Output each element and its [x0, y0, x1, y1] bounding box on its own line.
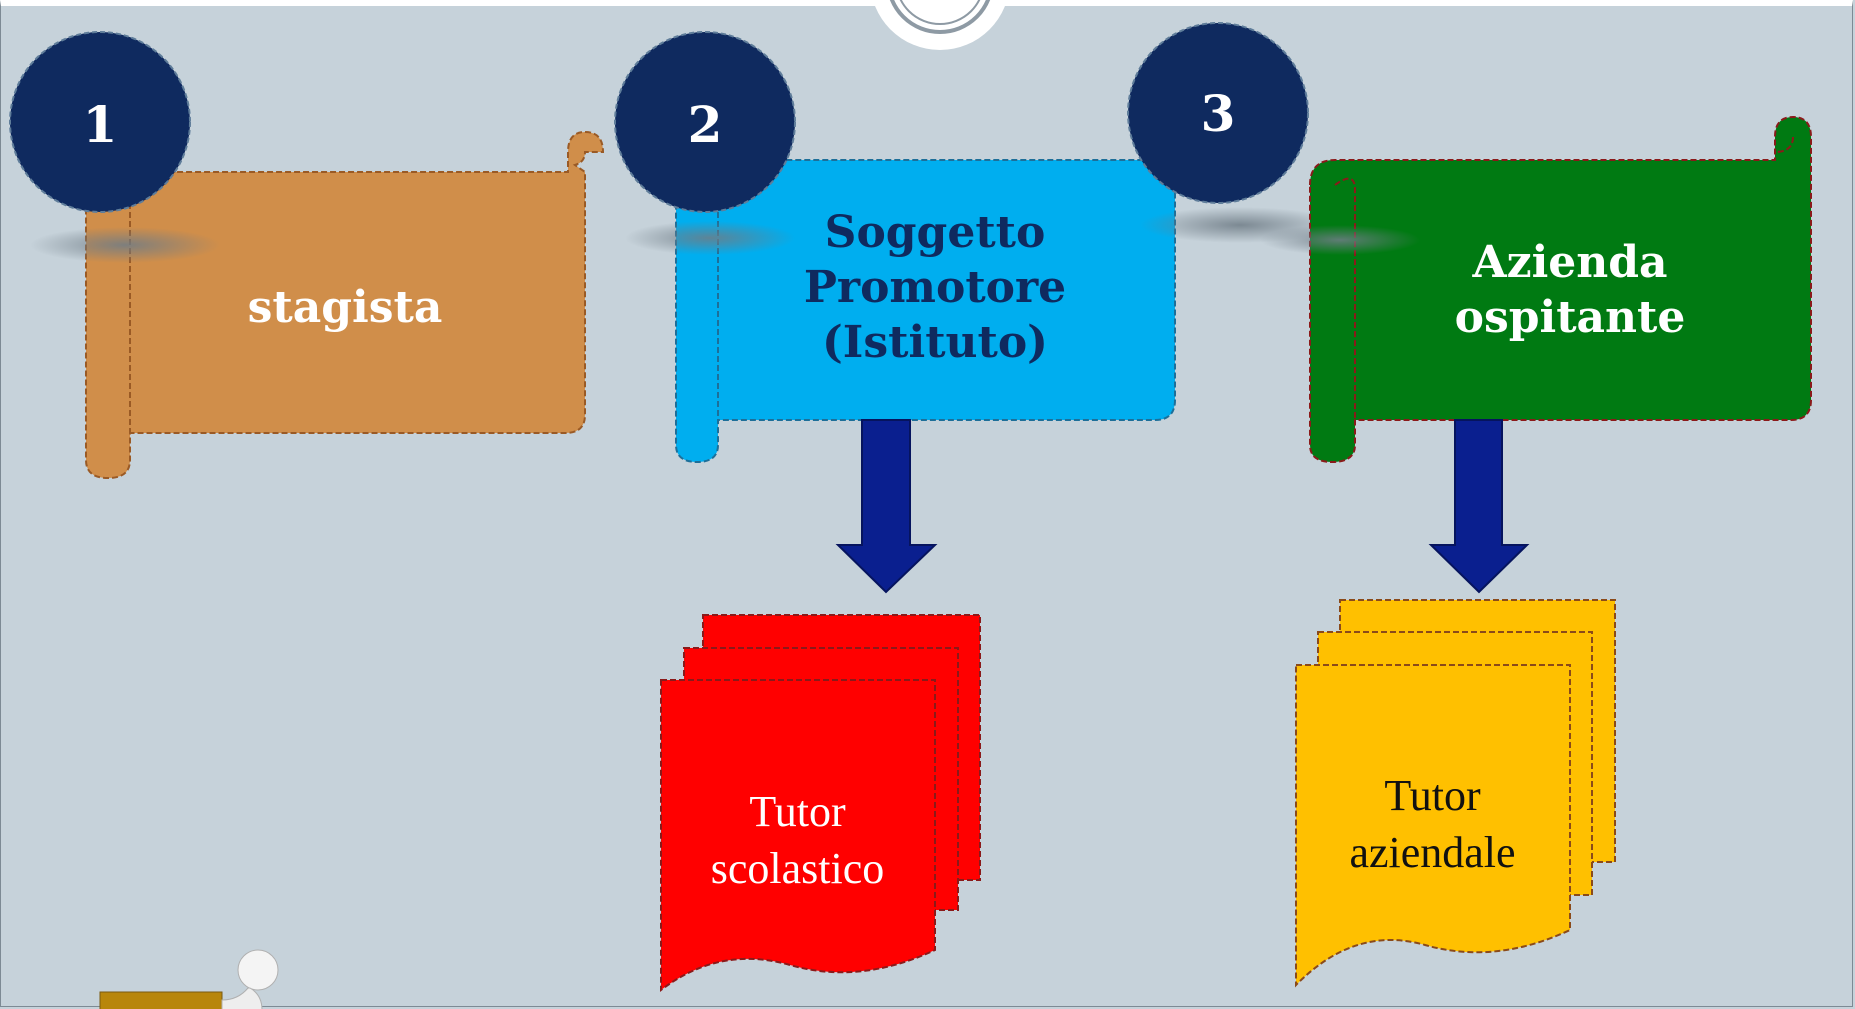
arrow-down-promotore: [835, 419, 938, 594]
document-label-scolastico: Tutor scolastico: [670, 783, 925, 897]
document-stack-aziendale: [1295, 599, 1616, 988]
figure-pushing-box-icon: [99, 949, 279, 1009]
badge-number-2: 2: [687, 95, 723, 154]
azienda-line-1: Azienda: [1472, 237, 1668, 288]
document-stack-scolastico: [660, 614, 981, 993]
scolastico-line-2: scolastico: [710, 844, 885, 894]
badge-number-1: 1: [82, 95, 118, 154]
scroll-stagista: [30, 130, 605, 480]
arrow-down-azienda: [1428, 419, 1530, 594]
promotore-line-2: Promotore: [803, 262, 1067, 313]
scroll-title-azienda: Azienda ospitante: [1370, 235, 1770, 345]
promotore-line-1: Soggetto: [824, 207, 1046, 258]
azienda-line-2: ospitante: [1454, 292, 1686, 343]
scroll-title-stagista: stagista: [247, 282, 443, 333]
promotore-line-3: (Istituto): [821, 317, 1048, 368]
scroll-azienda: [1260, 115, 1812, 464]
badge-1: [9, 31, 191, 213]
badge-2: [614, 31, 796, 213]
badge-number-3: 3: [1200, 84, 1236, 143]
document-label-aziendale: Tutor aziendale: [1305, 767, 1560, 881]
badge-3: [1127, 22, 1309, 204]
aziendale-line-2: aziendale: [1349, 828, 1516, 878]
aziendale-line-1: Tutor: [1384, 771, 1481, 820]
scroll-title-promotore: Soggetto Promotore (Istituto): [730, 205, 1140, 370]
top-circle-ornament-icon: [872, 0, 1008, 50]
scolastico-line-1: Tutor: [749, 787, 846, 836]
